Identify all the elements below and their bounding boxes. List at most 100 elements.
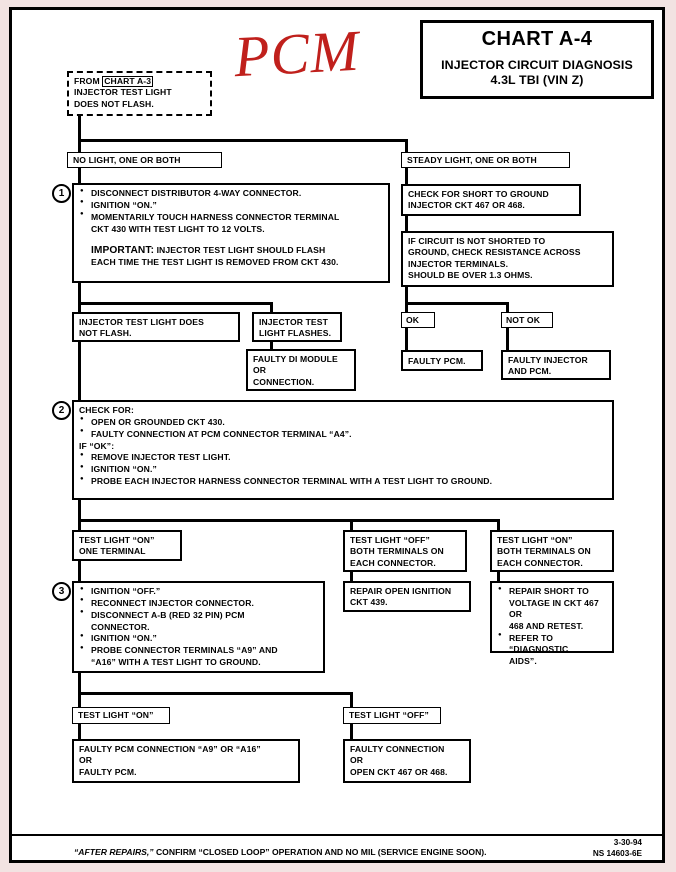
step1-bullet-3: MOMENTARILY TOUCH HARNESS CONNECTOR TERM… <box>79 211 383 223</box>
step-2-marker: 2 <box>52 401 71 420</box>
connector-ok-split <box>405 302 509 305</box>
repair-short-bullet-2: REFER TO “DIAGNOSTIC <box>497 632 607 656</box>
step3-bullet-4: IGNITION “ON.” <box>79 633 318 644</box>
step2-bullet-5: PROBE EACH INJECTOR HARNESS CONNECTOR TE… <box>79 476 607 487</box>
repair-short-bullet-1-l3: 468 AND RETEST. <box>509 621 584 632</box>
start-box: FROM CHART A-3 INJECTOR TEST LIGHT DOES … <box>67 71 212 116</box>
connector-right-to-repair <box>497 572 500 581</box>
repair-open-ignition-box: REPAIR OPEN IGNITION CKT 439. <box>343 581 471 612</box>
not-ok-box: NOT OK <box>501 312 553 328</box>
branch-mid-left-line2: ONE TERMINAL <box>79 546 146 557</box>
faulty-injector-pcm-box: FAULTY INJECTOR AND PCM. <box>501 350 611 380</box>
connector-three-way-split <box>78 519 500 522</box>
repair-open-line2: CKT 439. <box>350 597 388 608</box>
bottom-right-line2: OR <box>350 755 364 766</box>
bottom-right-line1: FAULTY CONNECTION <box>350 744 445 754</box>
chart-number: CHART A-4 <box>481 28 593 50</box>
connector-step2-down <box>78 500 81 526</box>
start-chart-ref[interactable]: CHART A-3 <box>102 76 154 88</box>
step-1-marker: 1 <box>52 184 71 203</box>
step2-if-ok: IF “OK”: <box>79 440 115 451</box>
faulty-connection-open-ckt-box: FAULTY CONNECTION OR OPEN CKT 467 OR 468… <box>343 739 471 783</box>
resistance-check-box: IF CIRCUIT IS NOT SHORTED TO GROUND, CHE… <box>401 231 614 287</box>
faulty-pcm-connection-box: FAULTY PCM CONNECTION “A9” OR “A16” OR F… <box>72 739 300 783</box>
bottom-branch-on-box: TEST LIGHT “ON” <box>72 707 170 724</box>
footer-code: NS 14603-6E <box>592 848 642 858</box>
repair-short-to-voltage-box: REPAIR SHORT TO VOLTAGE IN CKT 467 OR 46… <box>490 581 614 666</box>
step3-bullet-3: DISCONNECT A-B (RED 32 PIN) PCM <box>79 609 318 621</box>
faulty-pcm-result-box: FAULTY PCM. <box>401 350 483 371</box>
connector-to-check-short <box>405 168 408 184</box>
chart-title-line2: 4.3L TBI (VIN Z) <box>490 73 584 87</box>
repair-short-bullet-1: REPAIR SHORT TO <box>497 585 607 597</box>
connector-bottom-off-to-result <box>350 724 353 740</box>
step3-bullet-3-cont: CONNECTOR. <box>91 621 150 632</box>
connector-mid-left-down <box>78 302 81 313</box>
resistance-line3: INJECTOR TERMINALS. <box>408 258 509 269</box>
branch-mid-left-line1: TEST LIGHT “ON” <box>79 535 155 545</box>
branch-on-both-terminals-box: TEST LIGHT “ON” BOTH TERMINALS ON EACH C… <box>490 530 614 572</box>
ok-label: OK <box>406 315 420 325</box>
step-3-box: IGNITION “OFF.” RECONNECT INJECTOR CONNE… <box>72 581 325 673</box>
step-1-box: DISCONNECT DISTRIBUTOR 4-WAY CONNECTOR. … <box>72 183 390 283</box>
branch-no-light-label: NO LIGHT, ONE OR BOTH <box>73 155 181 165</box>
connector-split-left-down <box>78 519 81 531</box>
step2-bullet-2: FAULTY CONNECTION AT PCM CONNECTOR TERMI… <box>79 428 607 440</box>
faulty-injector-line2: AND PCM. <box>508 366 552 377</box>
connector-check-short-to-resistance <box>405 216 408 232</box>
check-short-line1: CHECK FOR SHORT TO GROUND <box>408 189 549 199</box>
step-2-box: CHECK FOR: OPEN OR GROUNDED CKT 430. FAU… <box>72 400 614 500</box>
bottom-branch-off-box: TEST LIGHT “OFF” <box>343 707 441 724</box>
step2-header: CHECK FOR: <box>79 405 134 415</box>
repair-short-bullet-1-l2: VOLTAGE IN CKT 467 OR <box>509 597 599 620</box>
start-line3: DOES NOT FLASH. <box>74 98 154 109</box>
step1-important-text: INJECTOR TEST LIGHT SHOULD FLASH <box>156 244 326 255</box>
test-light-no-flash-box: INJECTOR TEST LIGHT DOES NOT FLASH. <box>72 312 240 342</box>
step-3-marker: 3 <box>52 582 71 601</box>
repair-short-bullet-2-l2: AIDS”. <box>509 656 537 667</box>
step1-bullet-3-cont: CKT 430 WITH TEST LIGHT TO 12 VOLTS. <box>91 223 265 234</box>
footer-italic-part: “AFTER REPAIRS,” <box>74 847 154 857</box>
bottom-left-line3: FAULTY PCM. <box>79 766 137 777</box>
repair-open-line1: REPAIR OPEN IGNITION <box>350 586 452 596</box>
branch-mid-center-line2: BOTH TERMINALS ON <box>350 546 444 557</box>
check-short-line2: INJECTOR CKT 467 OR 468. <box>408 200 525 211</box>
chart-page: PCM CHART A-4 INJECTOR CIRCUIT DIAGNOSIS… <box>9 7 665 863</box>
not-ok-label: NOT OK <box>506 315 541 325</box>
step3-bullet-5-cont: “A16” WITH A TEST LIGHT TO GROUND. <box>91 657 261 668</box>
bottom-branch-off-label: TEST LIGHT “OFF” <box>349 710 429 720</box>
footer-rest: CONFIRM “CLOSED LOOP” OPERATION AND NO M… <box>153 847 487 857</box>
no-flash-line1: INJECTOR TEST LIGHT DOES <box>79 317 204 327</box>
connector-start-down <box>78 116 81 142</box>
connector-bottom-split <box>78 692 353 695</box>
step3-bullet-2: RECONNECT INJECTOR CONNECTOR. <box>79 597 318 609</box>
faulty-injector-line1: FAULTY INJECTOR <box>508 355 588 365</box>
step3-bullet-1: IGNITION “OFF.” <box>79 585 318 597</box>
connector-split-right-down <box>497 519 500 531</box>
branch-mid-right-line3: EACH CONNECTOR. <box>497 557 583 568</box>
title-block: CHART A-4 INJECTOR CIRCUIT DIAGNOSIS 4.3… <box>420 20 654 99</box>
di-module-line3: CONNECTION. <box>253 376 315 387</box>
footer-divider <box>12 834 662 836</box>
step2-bullet-4: IGNITION “ON.” <box>79 464 607 475</box>
connector-left-to-step3 <box>78 561 81 581</box>
resistance-line2: GROUND, CHECK RESISTANCE ACROSS <box>408 247 581 258</box>
branch-no-light-box: NO LIGHT, ONE OR BOTH <box>67 152 222 168</box>
step1-important-label: IMPORTANT: <box>91 244 155 256</box>
test-light-flashes-box: INJECTOR TEST LIGHT FLASHES. <box>252 312 342 342</box>
connector-bottom-left-down <box>78 692 81 708</box>
connector-to-step1 <box>78 168 81 184</box>
bottom-left-line2: OR <box>79 755 93 766</box>
connector-no-flash-to-step2 <box>78 342 81 400</box>
step1-bullet-2: IGNITION “ON.” <box>79 199 383 211</box>
branch-steady-light-box: STEADY LIGHT, ONE OR BOTH <box>401 152 570 168</box>
connector-mid-right-down <box>270 302 273 313</box>
start-line2: INJECTOR TEST LIGHT <box>74 87 172 98</box>
connector-ok-down <box>405 302 408 312</box>
bottom-left-line1: FAULTY PCM CONNECTION “A9” OR “A16” <box>79 744 261 754</box>
chart-title-line1: INJECTOR CIRCUIT DIAGNOSIS <box>441 58 633 72</box>
branch-mid-right-line2: BOTH TERMINALS ON <box>497 546 591 557</box>
resistance-line4: SHOULD BE OVER 1.3 OHMS. <box>408 270 533 281</box>
branch-steady-light-label: STEADY LIGHT, ONE OR BOTH <box>407 155 537 165</box>
connector-top-split <box>78 139 408 142</box>
